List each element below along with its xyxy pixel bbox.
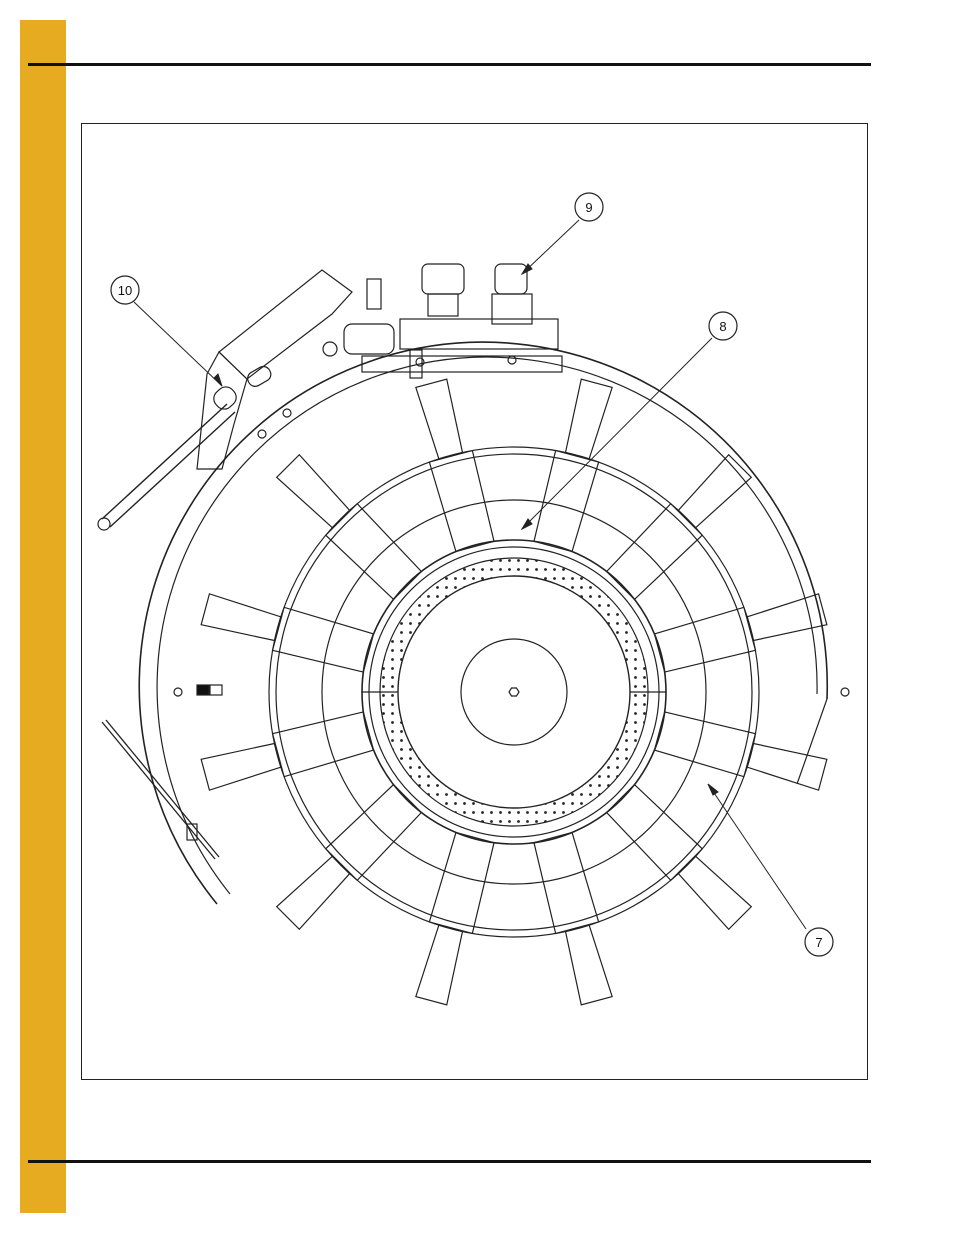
valve-train	[323, 264, 562, 378]
figure-frame: 9 10 8 7	[81, 123, 868, 1080]
vane-channel	[678, 455, 751, 528]
callout-9-label: 9	[585, 200, 592, 215]
indicator-block	[197, 685, 209, 695]
vane-channel	[201, 594, 281, 641]
burner-ring-lip	[369, 547, 659, 837]
vane-channel	[277, 856, 350, 929]
callout-7-label: 7	[815, 935, 822, 950]
vane-channel	[416, 379, 463, 459]
vane-channel	[566, 925, 613, 1005]
center-bolt	[509, 688, 519, 696]
vane-channel	[277, 455, 350, 528]
callout-9: 9	[575, 193, 603, 221]
vane-channel	[201, 744, 281, 791]
callout-7: 7	[805, 928, 833, 956]
gas-inlet-pipe	[98, 383, 240, 530]
vane-channel	[678, 856, 751, 929]
vane-channel	[747, 594, 827, 641]
callout-10: 10	[111, 276, 139, 304]
vane-channel	[566, 379, 613, 459]
support-ring-inner	[276, 454, 752, 930]
vane-channel	[416, 925, 463, 1005]
radial-vanes	[201, 379, 827, 1005]
support-ring-outer	[269, 447, 759, 937]
header-rule	[28, 63, 871, 66]
callout-8: 8	[709, 312, 737, 340]
perforated-burner-band	[380, 558, 648, 826]
footer-rule	[28, 1160, 871, 1163]
callout-8-label: 8	[719, 319, 726, 334]
burner-assembly-drawing: 9 10 8 7	[82, 124, 869, 1081]
accent-side-bar	[20, 20, 66, 1213]
control-box	[197, 270, 352, 469]
vane-channel	[747, 744, 827, 791]
sensor-probe-rod	[102, 720, 219, 859]
indicator-block-outline	[210, 685, 222, 695]
callout-10-label: 10	[118, 283, 132, 298]
center-hub	[461, 639, 567, 745]
burner-band-inner-edge	[398, 576, 630, 808]
